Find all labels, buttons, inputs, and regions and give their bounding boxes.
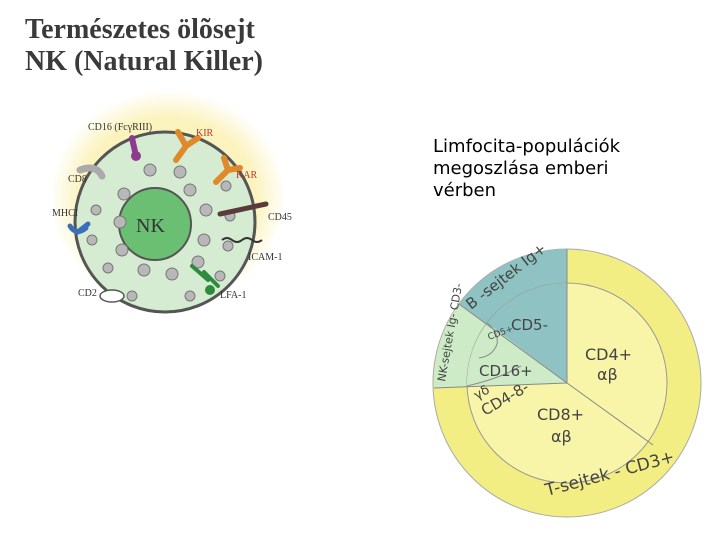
granules [86,163,236,302]
label-kir: KIR [196,128,214,139]
b-cell-sector-inner [487,283,567,383]
label-cd8: CD8+ [537,405,584,424]
label-cd16: CD16+ [479,362,533,380]
label-cd4: CD4+ [585,345,632,364]
nk-cell-sector-inner [466,323,567,386]
cd2-receptor-icon [99,289,125,303]
label-cd16: CD16 (FcγRIII) [88,122,152,133]
label-cd45: CD45 [268,212,292,223]
label-kar: KAR [236,170,257,181]
lfa1-receptor-icon [190,264,220,288]
label-cd8-alphabeta: αβ [551,427,572,446]
lymphocyte-distribution-diagram: T-sejtek - CD3+ B -sejtek Ig+ NK-sejtek … [432,240,702,518]
label-gamma-delta: γδ [472,383,493,404]
mhci-molecule-icon [67,221,91,235]
chart-heading: Limfocita-populációk megoszlása emberi v… [433,136,620,202]
chart-heading-line-1: Limfocita-populációk [433,136,621,157]
chart-heading-line-2: megoszlása emberi [433,158,609,179]
label-mhci: MHCI [52,208,78,219]
title-line-1: Természetes ölõsejt [25,14,255,45]
title-line-2: NK (Natural Killer) [25,46,263,77]
divider-lines [433,249,654,446]
kir-receptor-icon [173,129,201,163]
cd8-receptor-icon [76,164,106,180]
nk-cell-diagram: NK CD16 (FcγRIII) KIR CD8 KAR MHCI CD45 … [50,90,292,314]
nucleus-label: NK [136,215,165,237]
lfa1-receptor-end-icon [205,285,215,295]
label-cd8: CD8 [68,174,87,185]
label-icam1: ICAM-1 [248,252,282,263]
cd16-receptor-base-icon [131,151,141,161]
label-lfa1: LFA-1 [220,290,246,301]
kar-receptor-icon [213,155,243,185]
label-cd5-negative: CD5- [511,316,548,334]
icam1-molecule-icon [221,237,263,243]
page-title: Természetes ölõsejt NK (Natural Killer) [25,14,263,78]
cd45-receptor-icon [217,201,269,217]
label-cd2: CD2 [78,288,97,299]
label-cd4-alphabeta: αβ [597,365,618,384]
chart-heading-line-3: vérben [433,180,497,201]
